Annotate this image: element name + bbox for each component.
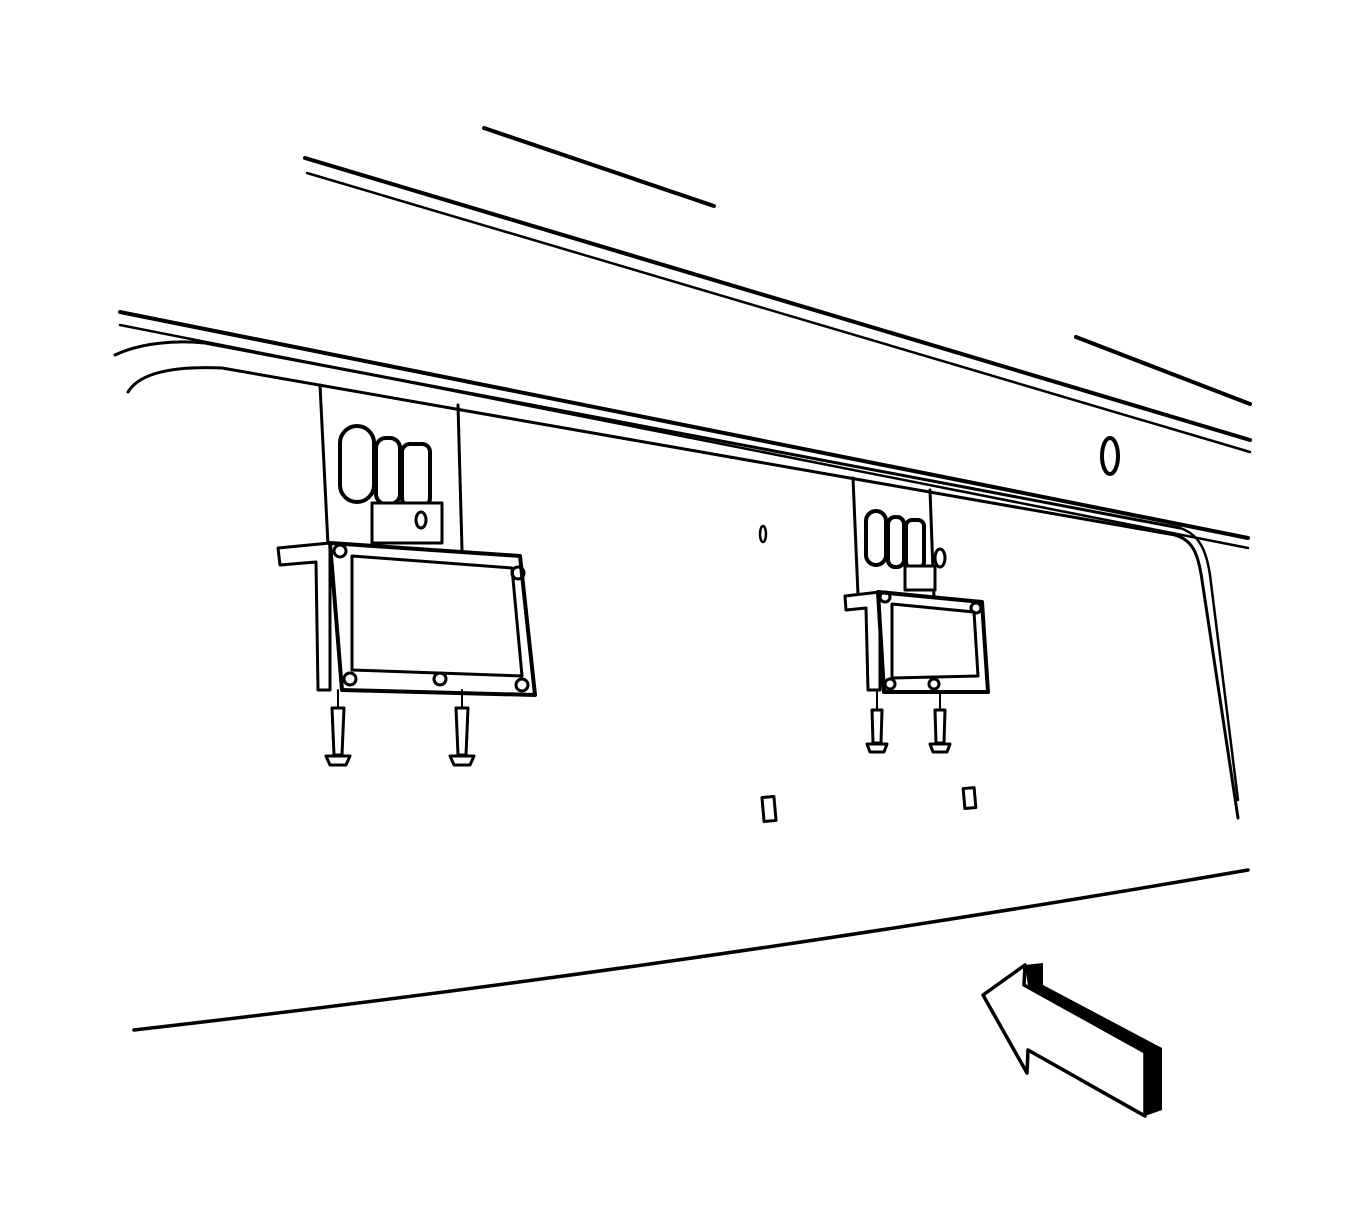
slot-left <box>760 795 778 823</box>
body-panel-lines <box>113 126 1252 1032</box>
module-left <box>276 383 537 767</box>
panel-bottom-edge <box>132 868 1250 1032</box>
connector <box>864 509 888 567</box>
slot-right <box>961 786 978 810</box>
module-housing <box>328 541 537 697</box>
connector <box>338 424 376 504</box>
roof-rail-line-inner <box>305 171 1252 454</box>
bracket <box>276 541 332 692</box>
holes <box>758 436 1120 823</box>
screw-icon <box>865 691 889 754</box>
trim-edge-upper <box>113 340 1182 530</box>
screw-icon <box>324 689 352 767</box>
trim-edge-right <box>1178 526 1240 802</box>
view-direction-arrow-icon <box>981 963 1162 1118</box>
upper-edge-line <box>482 126 716 208</box>
roof-rail-line-outer <box>303 156 1252 442</box>
screw-icon <box>928 691 952 754</box>
bracket <box>843 590 882 692</box>
screw-icon <box>448 689 476 767</box>
module-housing <box>876 590 990 694</box>
module-right <box>843 476 990 754</box>
header-rail-outer <box>118 310 1250 540</box>
access-hole <box>1100 436 1120 476</box>
trim-edge-lower <box>126 366 1240 820</box>
right-edge-line <box>1074 335 1252 406</box>
small-hole <box>758 524 768 544</box>
